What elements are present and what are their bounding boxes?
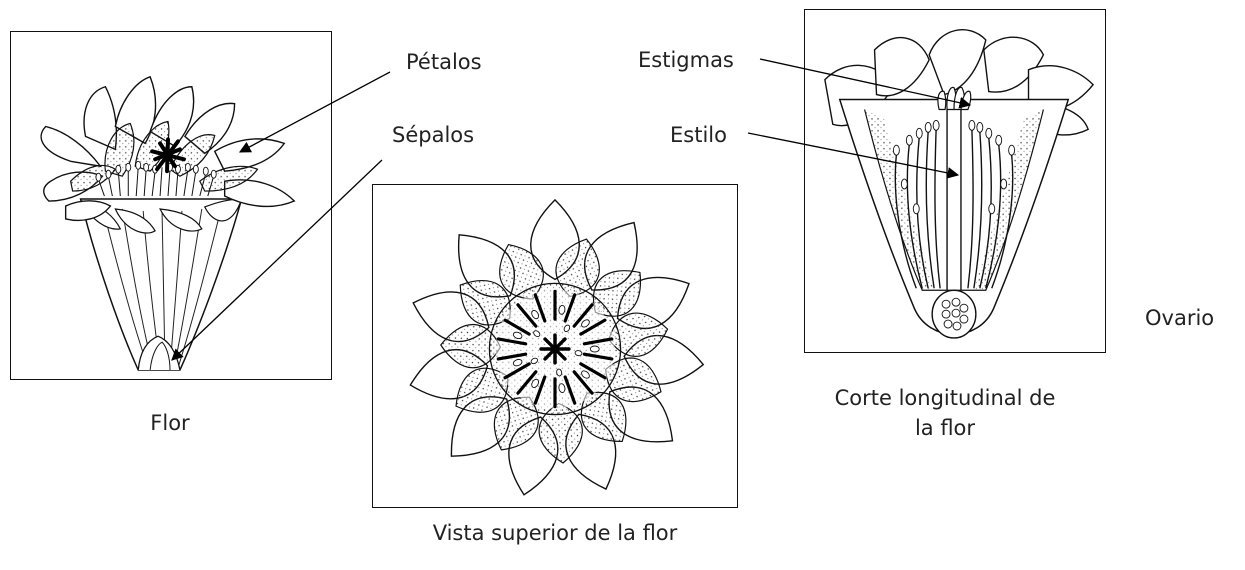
caption-corte-line2: la flor	[790, 415, 1100, 441]
caption-corte-line1: Corte longitudinal de	[790, 385, 1100, 411]
caption-vista-superior: Vista superior de la flor	[400, 520, 710, 546]
label-ovario: Ovario	[1145, 308, 1214, 329]
flower-section-illustration	[805, 10, 1105, 352]
flower-top-illustration	[373, 185, 737, 507]
label-estigmas: Estigmas	[638, 50, 734, 71]
flower-side-illustration	[11, 32, 331, 379]
caption-corte-longitudinal: Corte longitudinal de la flor	[790, 385, 1100, 442]
flower-side-frame	[10, 31, 332, 380]
flower-section-frame	[804, 9, 1106, 353]
caption-flor: Flor	[130, 410, 210, 436]
flower-top-frame	[372, 184, 738, 508]
label-sepalos: Sépalos	[392, 125, 474, 146]
label-estilo: Estilo	[670, 125, 727, 146]
label-petalos: Pétalos	[406, 52, 482, 73]
